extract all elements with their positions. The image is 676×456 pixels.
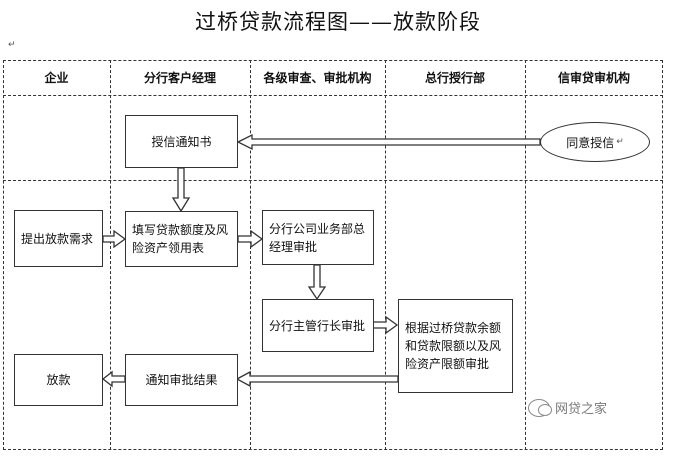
arrow-vp-to-hq [372, 315, 399, 335]
diagram-title: 过桥贷款流程图——放款阶段 [195, 10, 481, 34]
node-disburse: 放款 [14, 354, 103, 406]
node-credit-notice-label: 授信通知书 [151, 134, 212, 149]
node-branch-biz-manager-label: 分行公司业务部总经理审批 [269, 221, 366, 254]
lane-header-review-bodies: 各级审查、审批机构 [263, 71, 372, 85]
lane-header-divider [3, 95, 663, 96]
node-hq-limit-approval-label: 根据过桥贷款余额和贷款限额以及风险资产限额审批 [405, 321, 502, 371]
node-fill-form-label: 填写贷款额度及风险资产领用表 [132, 223, 229, 255]
arrow-bizmgr-to-vp [307, 264, 327, 301]
node-loan-request-label: 提出放款需求 [21, 231, 94, 246]
node-disburse-label: 放款 [46, 373, 71, 387]
lane-divider [525, 60, 526, 450]
node-agree-credit-label: 同意授信 [566, 135, 615, 150]
swimlane-frame [3, 60, 663, 450]
node-notify-result: 通知审批结果 [125, 354, 238, 406]
lane-divider [385, 60, 386, 450]
lane-header-credit-review: 信审贷审机构 [557, 71, 630, 85]
lane-divider [110, 60, 111, 450]
arrow-fill-to-bizmgr [237, 229, 264, 249]
arrow-notice-to-fill [171, 167, 191, 213]
node-hq-limit-approval: 根据过桥贷款余额和贷款限额以及风险资产限额审批 [398, 299, 513, 393]
node-credit-notice: 授信通知书 [125, 115, 238, 168]
paragraph-mark: ↵ [8, 40, 16, 50]
lane-header-branch-manager: 分行客户经理 [143, 71, 216, 85]
arrow-notify-to-disburse [101, 370, 126, 388]
arrow-agree-to-notice [236, 133, 541, 151]
node-branch-vp-label: 分行主管行长审批 [269, 318, 366, 333]
watermark: 网贷之家 [528, 398, 607, 417]
phase-divider [3, 180, 663, 181]
wechat-icon [528, 398, 552, 417]
lane-header-enterprise: 企业 [44, 71, 69, 85]
node-branch-vp: 分行主管行长审批 [262, 299, 374, 352]
node-branch-biz-manager: 分行公司业务部总经理审批 [262, 210, 374, 265]
lane-divider [250, 60, 251, 450]
node-notify-result-label: 通知审批结果 [145, 373, 218, 387]
node-agree-credit: 同意授信↵ [540, 122, 650, 162]
node-fill-form: 填写贷款额度及风险资产领用表 [125, 211, 238, 267]
lane-header-hq-credit: 总行授行部 [424, 71, 485, 85]
watermark-text: 网贷之家 [555, 402, 608, 417]
node-loan-request: 提出放款需求 [14, 210, 103, 267]
arrow-hq-to-notify [235, 370, 399, 388]
arrow-request-to-fill [102, 229, 127, 249]
